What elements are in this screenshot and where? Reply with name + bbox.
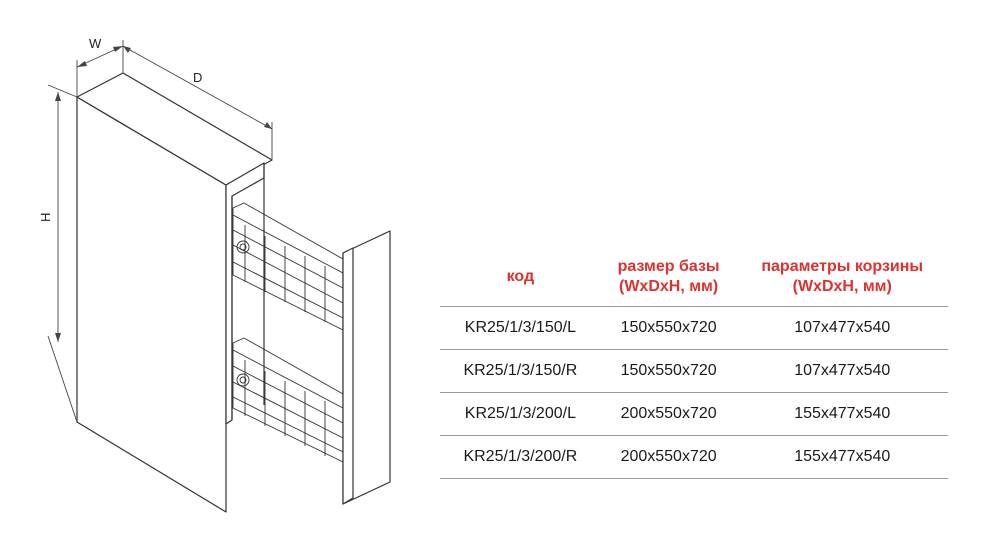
- cell-base-size: 200x550x720: [600, 435, 737, 479]
- lower-basket: [232, 337, 344, 463]
- cell-basket-params: 155x477x540: [736, 435, 948, 479]
- header-basket-params: параметры корзины (WxDxH, мм): [736, 254, 948, 307]
- cell-basket-params: 107x477x540: [736, 306, 948, 350]
- cell-base-size: 200x550x720: [600, 392, 737, 436]
- dim-w-label: W: [89, 36, 102, 51]
- spec-table: код размер базы (WxDxH, мм) параметры ко…: [440, 254, 948, 479]
- table-row: KR25/1/3/150/R 150x550x720 107x477x540: [440, 349, 948, 393]
- dim-d-label: D: [193, 70, 202, 85]
- cell-code: KR25/1/3/200/R: [440, 435, 601, 479]
- header-basket-params-line2: (WxDxH, мм): [792, 278, 892, 295]
- cell-code: KR25/1/3/200/L: [440, 392, 601, 436]
- cabinet-drawing: W D H: [38, 36, 391, 513]
- header-base-size-line2: (WxDxH, мм): [618, 278, 719, 295]
- table-row: KR25/1/3/200/R 200x550x720 155x477x540: [440, 435, 948, 479]
- header-base-size: размер базы (WxDxH, мм): [600, 254, 737, 307]
- table-header-row: код размер базы (WxDxH, мм) параметры ко…: [440, 254, 948, 307]
- cell-base-size: 150x550x720: [600, 349, 737, 393]
- header-basket-params-line1: параметры корзины: [761, 258, 924, 275]
- header-code: код: [440, 254, 601, 307]
- header-base-size-line1: размер базы: [617, 258, 720, 275]
- cell-base-size: 150x550x720: [600, 306, 737, 350]
- header-code-label: код: [506, 268, 535, 285]
- cell-basket-params: 155x477x540: [736, 392, 948, 436]
- cell-code: KR25/1/3/150/R: [440, 349, 601, 393]
- cell-code: KR25/1/3/150/L: [440, 306, 601, 350]
- table-row: KR25/1/3/200/L 200x550x720 155x477x540: [440, 392, 948, 436]
- cell-basket-params: 107x477x540: [736, 349, 948, 393]
- upper-basket: [232, 202, 344, 331]
- dim-h-label: H: [38, 213, 53, 222]
- table-row: KR25/1/3/150/L 150x550x720 107x477x540: [440, 306, 948, 350]
